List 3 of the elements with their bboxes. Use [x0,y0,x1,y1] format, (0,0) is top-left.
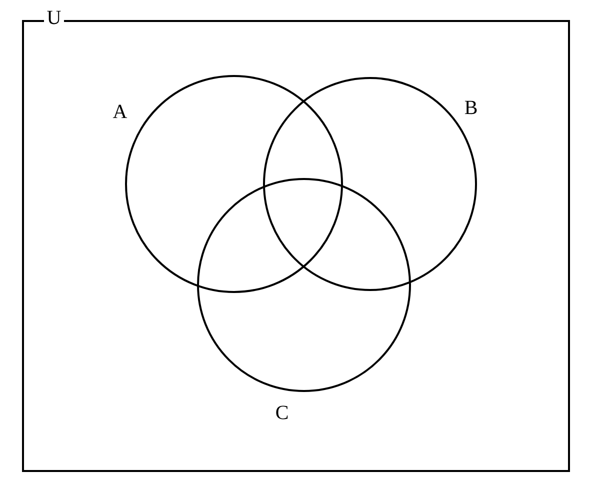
set-label: B [463,98,479,118]
set-label: A [112,102,128,122]
set-label: C [274,403,290,423]
